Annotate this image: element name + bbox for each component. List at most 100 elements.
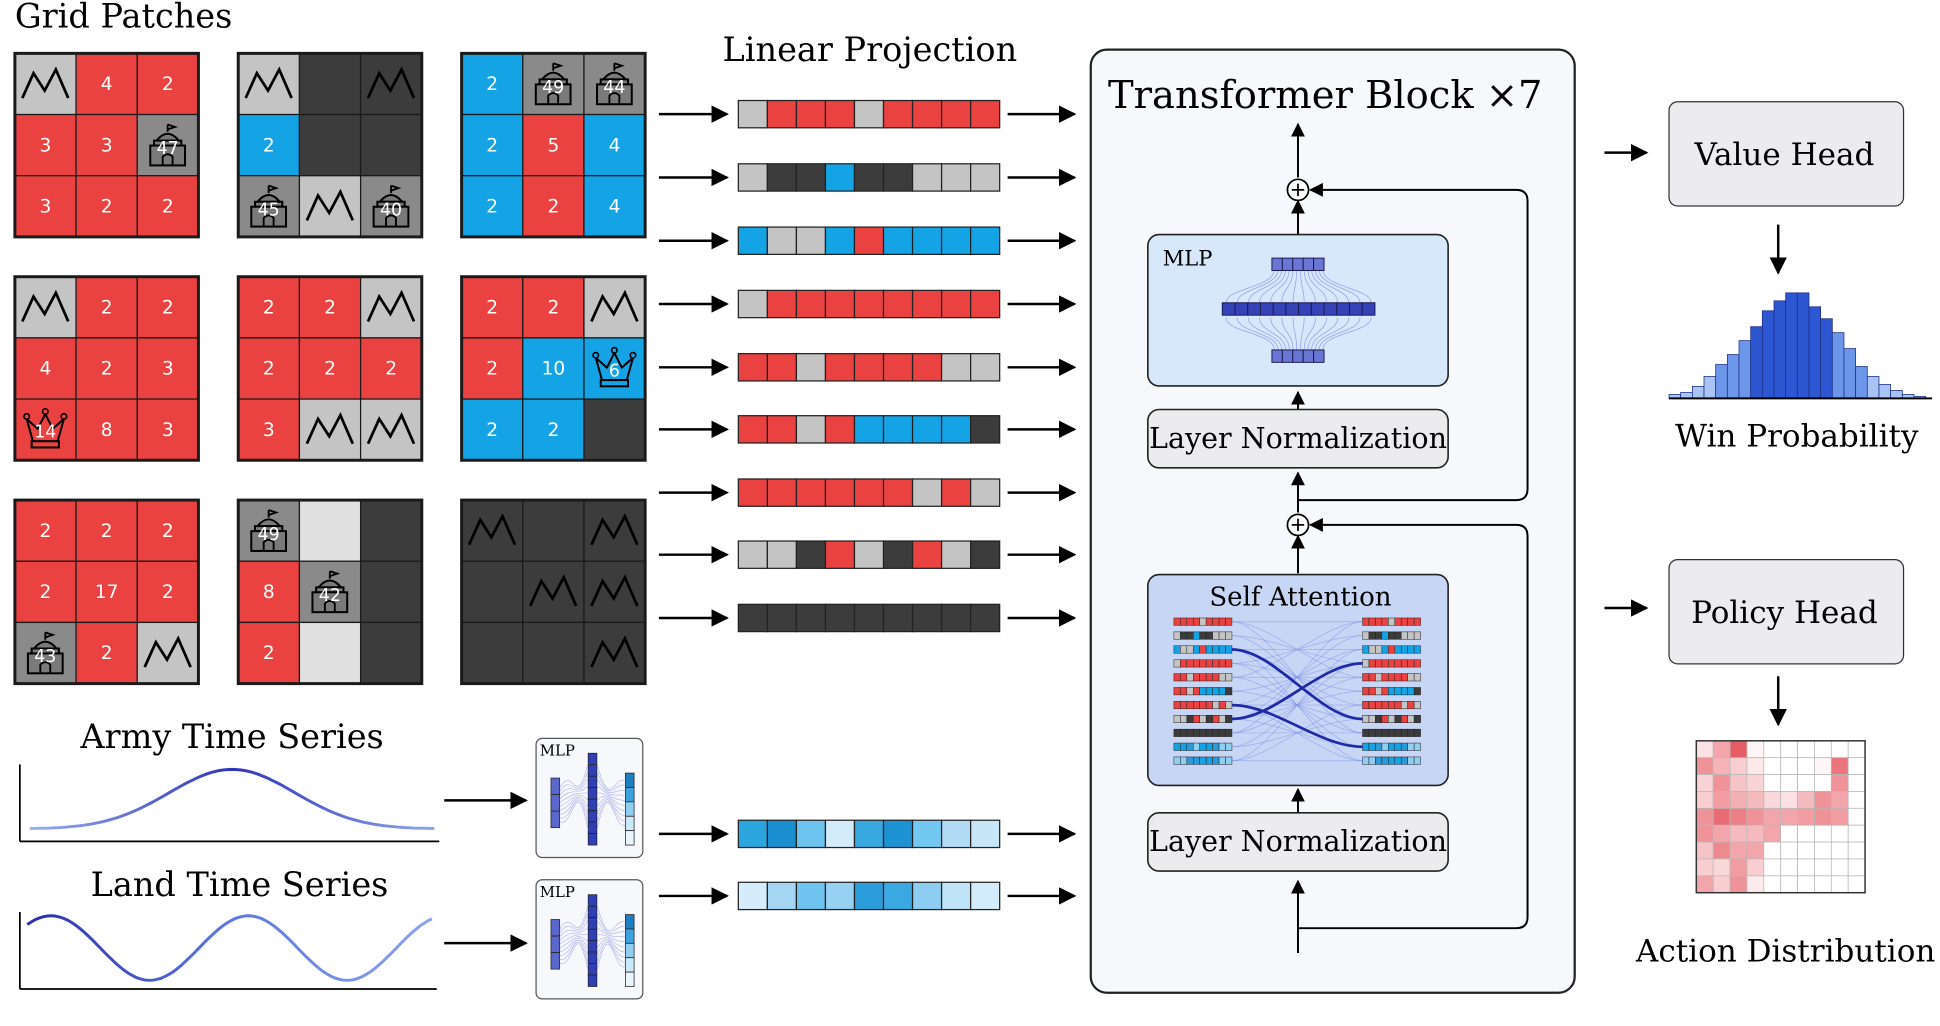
grid-cell xyxy=(359,52,423,116)
city-icon xyxy=(372,184,410,228)
grid-cell xyxy=(14,499,77,562)
grid-cell xyxy=(14,276,77,339)
grid-cell xyxy=(359,560,423,624)
action-cell xyxy=(1780,791,1798,809)
histogram-bar xyxy=(1691,386,1705,399)
grid-cell xyxy=(460,560,524,624)
mountain-icon xyxy=(590,513,639,546)
action-cell xyxy=(1847,824,1866,843)
token-row xyxy=(737,540,1001,569)
grid-cell xyxy=(298,175,362,238)
action-cell xyxy=(1763,757,1782,775)
army-count: 2 xyxy=(162,74,174,95)
value-head-label: Value Head xyxy=(1693,137,1874,173)
histogram-bar xyxy=(1773,300,1787,399)
token-cell xyxy=(970,353,1001,382)
action-cell xyxy=(1830,858,1849,877)
token-cell xyxy=(737,415,768,444)
token-cell xyxy=(766,819,798,849)
token-cell xyxy=(882,478,914,507)
action-cell xyxy=(1847,757,1866,775)
action-cell xyxy=(1780,875,1798,894)
token-cell xyxy=(766,881,798,911)
histogram-bar xyxy=(1785,292,1798,399)
histogram-bar xyxy=(1715,364,1728,399)
mountain-icon xyxy=(305,188,355,221)
action-cell xyxy=(1746,875,1765,894)
mountain-icon xyxy=(590,574,639,607)
value-head xyxy=(1668,101,1905,207)
mountain-icon xyxy=(21,66,70,99)
action-cell xyxy=(1763,824,1782,843)
action-cell xyxy=(1746,774,1765,792)
action-cell xyxy=(1797,875,1815,894)
token-row xyxy=(737,226,1001,256)
token-cell xyxy=(970,478,1001,507)
army-count: 8 xyxy=(101,420,113,441)
token-cell xyxy=(795,163,827,192)
action-cell xyxy=(1729,757,1748,775)
token-row xyxy=(737,478,1001,507)
action-cell xyxy=(1780,774,1798,792)
action-cell xyxy=(1746,841,1765,860)
token-cell xyxy=(737,540,768,569)
army-curve xyxy=(29,767,435,831)
action-cell xyxy=(1814,824,1832,843)
action-cell xyxy=(1729,824,1748,843)
mountain-icon xyxy=(366,412,416,445)
grid-cell xyxy=(522,560,585,624)
general-army-count: 6 xyxy=(609,361,620,381)
action-cell xyxy=(1746,740,1765,759)
token-cell xyxy=(911,99,943,129)
token-cell xyxy=(970,226,1001,256)
action-cell xyxy=(1746,757,1765,775)
grid-cell xyxy=(136,52,200,116)
action-cell xyxy=(1830,875,1849,894)
token-cell xyxy=(970,540,1001,569)
action-cell xyxy=(1695,791,1714,809)
army-count: 2 xyxy=(263,298,275,319)
army-mlp-label: MLP xyxy=(540,742,575,760)
grid-cell xyxy=(583,621,646,685)
layer-norm-bottom-label: Layer Normalization xyxy=(1149,825,1447,858)
action-cell xyxy=(1780,807,1798,826)
army-count: 2 xyxy=(162,298,174,319)
action-cell xyxy=(1695,757,1714,775)
action-distribution-grid xyxy=(1695,740,1866,894)
army-count: 2 xyxy=(101,643,113,664)
action-cell xyxy=(1814,858,1832,877)
action-cell xyxy=(1797,740,1815,759)
token-cell xyxy=(766,540,798,569)
grid-cell xyxy=(298,621,362,685)
grid-cell xyxy=(298,499,362,562)
token-cell xyxy=(766,603,798,633)
mountain-icon xyxy=(366,289,416,322)
token-cell xyxy=(853,163,885,192)
action-cell xyxy=(1847,807,1866,826)
action-cell xyxy=(1797,841,1815,860)
token-cell xyxy=(853,289,885,319)
token-cell xyxy=(824,881,856,911)
token-cell xyxy=(737,289,768,319)
grid-cell xyxy=(583,175,646,238)
action-cell xyxy=(1830,807,1849,826)
army-count: 2 xyxy=(162,521,174,542)
action-cell xyxy=(1763,875,1782,894)
army-count: 2 xyxy=(263,359,275,380)
histogram-bar xyxy=(1890,389,1903,399)
grid-cell xyxy=(237,337,301,400)
token-cell xyxy=(911,163,943,192)
token-cell xyxy=(795,540,827,569)
token-cell xyxy=(737,603,768,633)
action-cell xyxy=(1695,858,1714,877)
army-mlp-box: MLP xyxy=(535,737,644,859)
token-cell xyxy=(766,163,798,192)
series-token-rows xyxy=(737,819,1001,911)
token-cell xyxy=(940,289,972,319)
grid-patches-title: Grid Patches xyxy=(15,0,232,35)
series-token-row xyxy=(737,881,1001,911)
token-row xyxy=(737,163,1001,192)
